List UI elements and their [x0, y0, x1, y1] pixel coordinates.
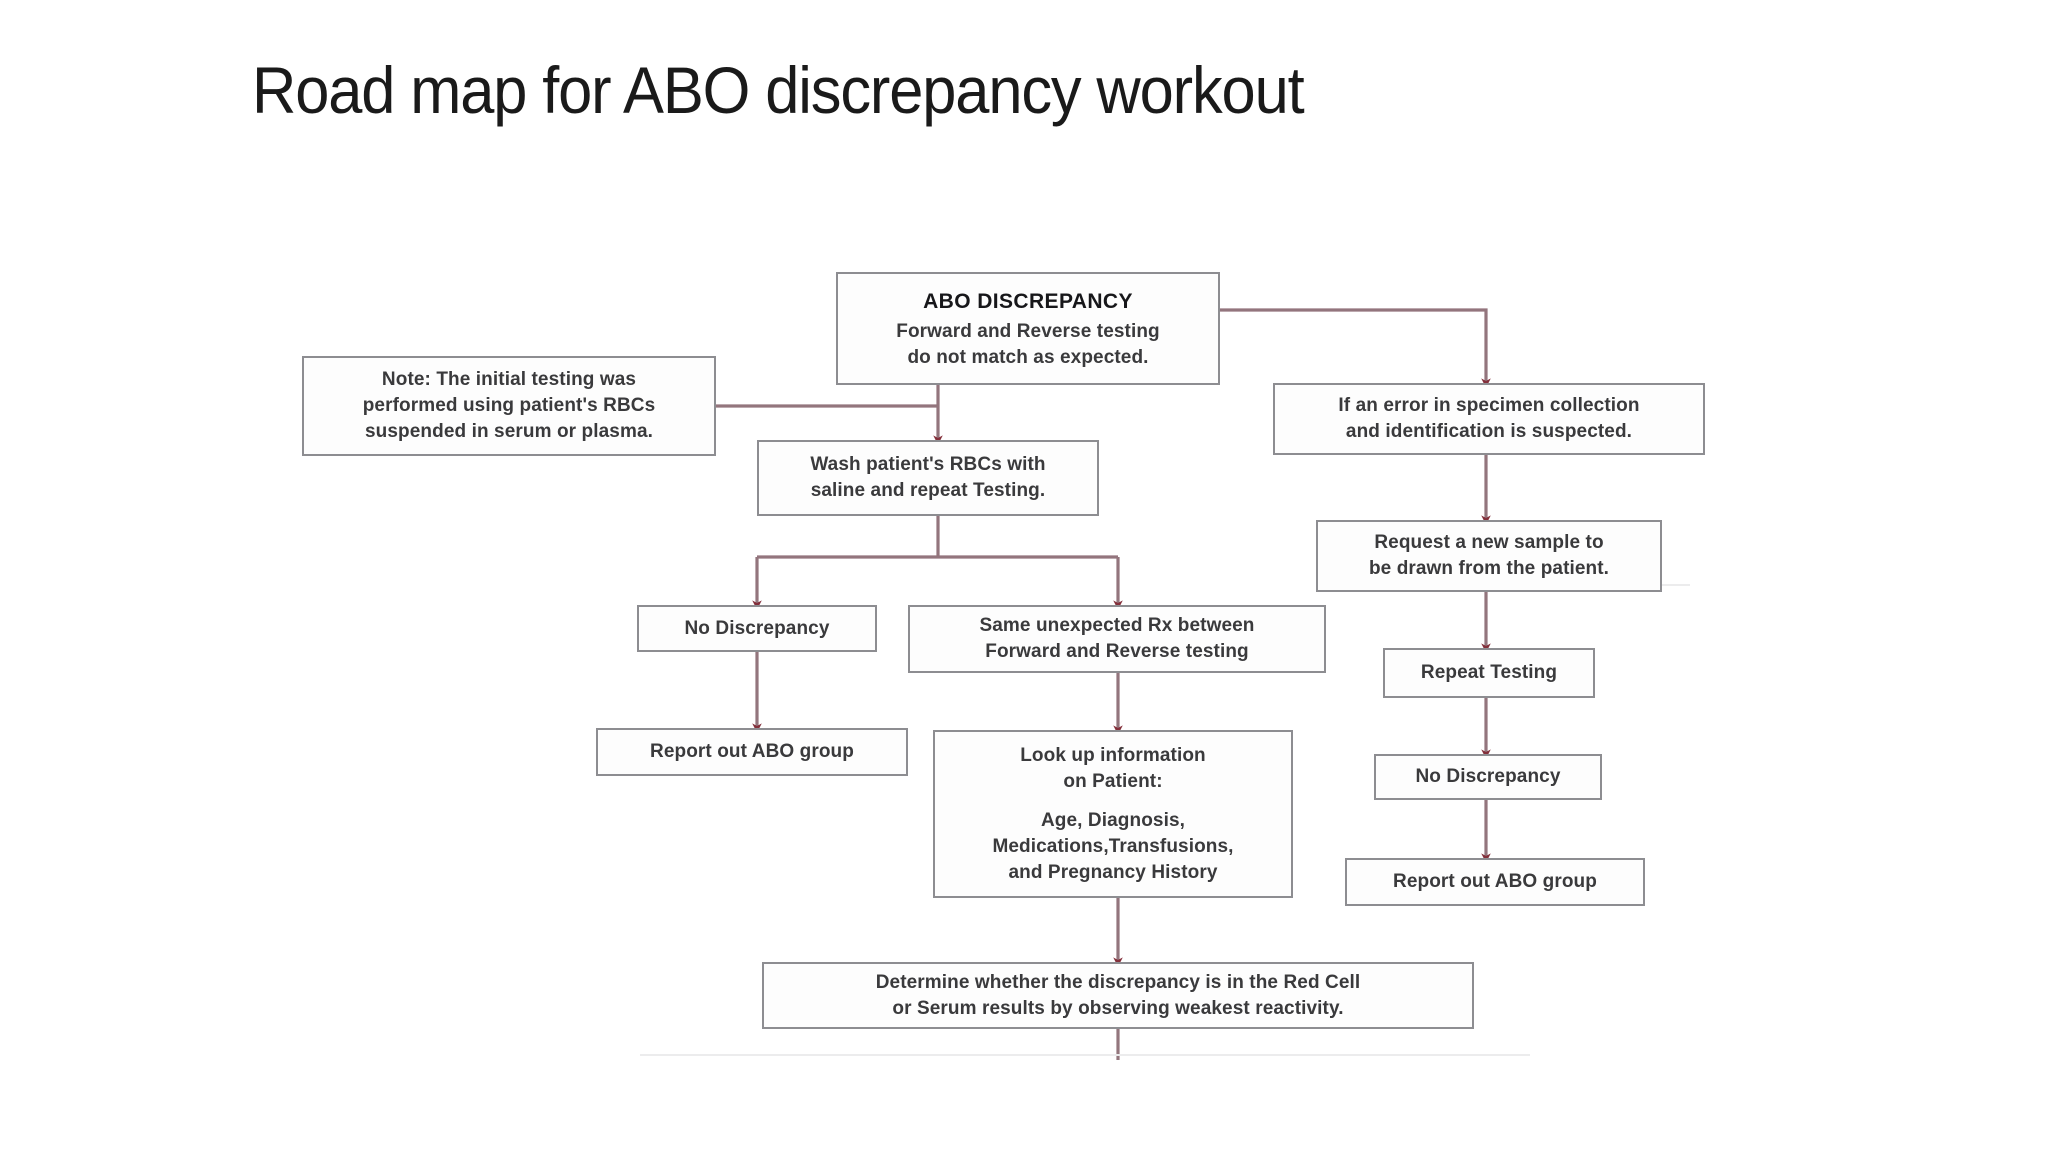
abo-discrepancy-heading: ABO DISCREPANCY: [923, 289, 1133, 313]
node-same-unexpected-rx[interactable]: Same unexpected Rx between Forward and R…: [908, 605, 1326, 673]
node-report-out-right[interactable]: Report out ABO group: [1345, 858, 1645, 906]
node-request-new-sample[interactable]: Request a new sample to be drawn from th…: [1316, 520, 1662, 592]
edge-abo-to-specimen-error: [1220, 308, 1491, 388]
node-report-out-left[interactable]: Report out ABO group: [596, 728, 908, 776]
node-determine-source[interactable]: Determine whether the discrepancy is in …: [762, 962, 1474, 1029]
node-wash-rbcs[interactable]: Wash patient's RBCs with saline and repe…: [757, 440, 1099, 516]
node-look-up-info[interactable]: Look up information on Patient: Age, Dia…: [933, 730, 1293, 898]
node-repeat-testing[interactable]: Repeat Testing: [1383, 648, 1595, 698]
page-title: Road map for ABO discrepancy workout: [252, 53, 1305, 127]
node-specimen-error[interactable]: If an error in specimen collection and i…: [1273, 383, 1705, 455]
node-no-discrepancy-right[interactable]: No Discrepancy: [1374, 754, 1602, 800]
node-note[interactable]: Note: The initial testing was performed …: [302, 356, 716, 456]
node-abo-discrepancy[interactable]: ABO DISCREPANCY Forward and Reverse test…: [836, 272, 1220, 385]
node-no-discrepancy-left[interactable]: No Discrepancy: [637, 605, 877, 652]
